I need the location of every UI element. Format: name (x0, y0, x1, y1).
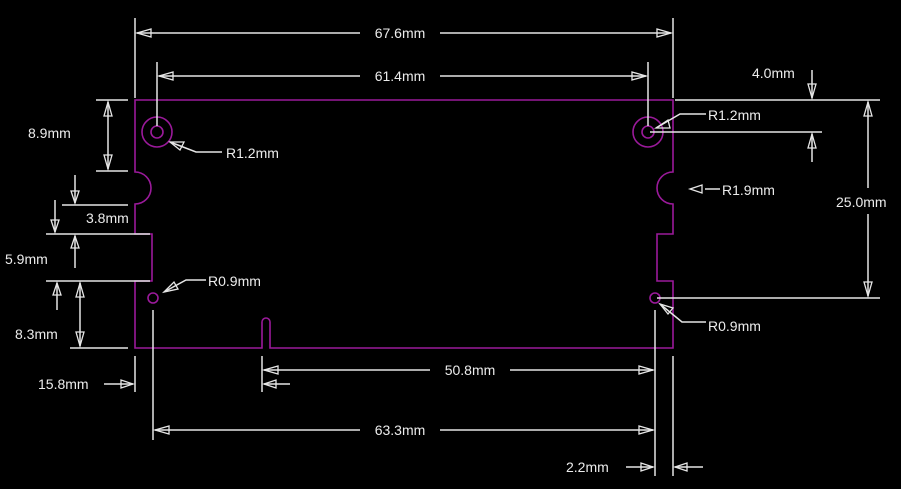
label-top-right-hole-radius: R1.2mm (708, 107, 761, 123)
label-bottom-right-hole-radius: R0.9mm (708, 318, 761, 334)
label-overall-width: 67.6mm (375, 25, 426, 41)
label-top-left-hole-radius: R1.2mm (226, 145, 279, 161)
label-top-hole-offset: 4.0mm (752, 65, 795, 81)
label-hole-spacing-top: 61.4mm (375, 68, 426, 84)
label-slot-to-hole: 50.8mm (445, 362, 496, 378)
label-bottom-hole-spacing: 63.3mm (375, 422, 426, 438)
board-outline (134, 99, 674, 349)
dimension-lines (46, 18, 880, 476)
dimension-labels: 67.6mm 61.4mm 4.0mm R1.2mm R1.2mm 8.9mm … (5, 25, 887, 475)
mount-hole-top-left-inner (150, 125, 164, 139)
label-rect-notch-height: 5.9mm (5, 251, 48, 267)
label-right-hole-offset: 2.2mm (566, 459, 609, 475)
label-bottom-notch-offset: 8.3mm (15, 326, 58, 342)
label-left-top-to-notch: 8.9mm (28, 125, 71, 141)
hole-bottom-left (147, 292, 159, 304)
label-hole-vertical-spacing: 25.0mm (836, 194, 887, 210)
label-notch-gap: 3.8mm (86, 210, 129, 226)
label-right-notch-radius: R1.9mm (722, 182, 775, 198)
label-slot-offset: 15.8mm (38, 376, 89, 392)
label-bottom-left-hole-radius: R0.9mm (208, 273, 261, 289)
